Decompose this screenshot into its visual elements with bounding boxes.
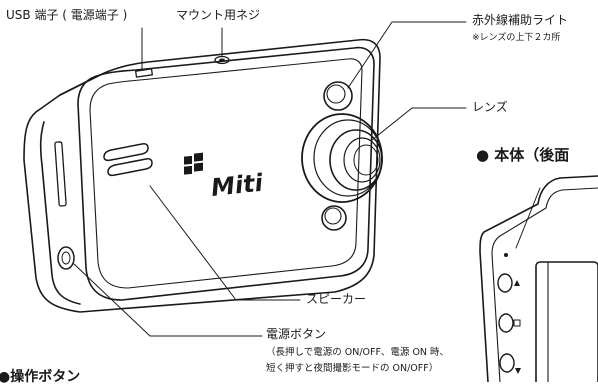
logo-mark-icon [184,152,203,175]
ir-light-note: ※レンズの上下２カ所 [472,33,561,43]
power-button-desc-1: （長押しで電源の ON/OFF、電源 ON 時、 [266,347,450,358]
speaker-grille-icon [103,143,153,177]
back-button-down-icon [499,353,515,373]
logo-text: Miti [210,169,265,202]
speaker-label: スピーカー [306,292,367,306]
usb-port-label: USB 端子 ( 電源端子 ) [6,8,128,22]
ir-light-label: 赤外線補助ライト [472,13,569,27]
back-button-up-icon [497,273,513,293]
ir-light-leader [347,21,467,89]
back-view-section-title: ● 本体（後面 [476,146,570,164]
power-button-label: 電源ボタン [266,327,327,341]
device-front-face [77,46,375,301]
back-view-screen [535,261,598,382]
back-view-inner [491,187,598,382]
speaker-leader [149,185,301,301]
back-button-menu-icon [498,313,514,333]
power-button-desc-2: 短く押すと夜間撮影モードの ON/OFF） [266,363,439,374]
device-side-edge [39,74,101,305]
device-front-bezel [89,58,363,289]
back-view-leader [515,187,541,249]
usb-port-icon [135,68,153,78]
ir-light-upper-icon [323,81,353,111]
lens-leader [371,107,467,141]
device-body-back [23,38,381,313]
mount-screw-label: マウント用ネジ [176,8,261,22]
power-button-icon [57,246,75,270]
lens-icon [301,113,383,203]
ir-light-lower-icon [321,205,347,231]
back-view-body [479,175,598,382]
back-view-led [504,253,508,257]
card-slot-icon [54,141,67,207]
lens-label: レンズ [472,100,508,114]
operation-buttons-section-title: ●操作ボタン [0,369,81,385]
power-button-leader [73,263,263,337]
